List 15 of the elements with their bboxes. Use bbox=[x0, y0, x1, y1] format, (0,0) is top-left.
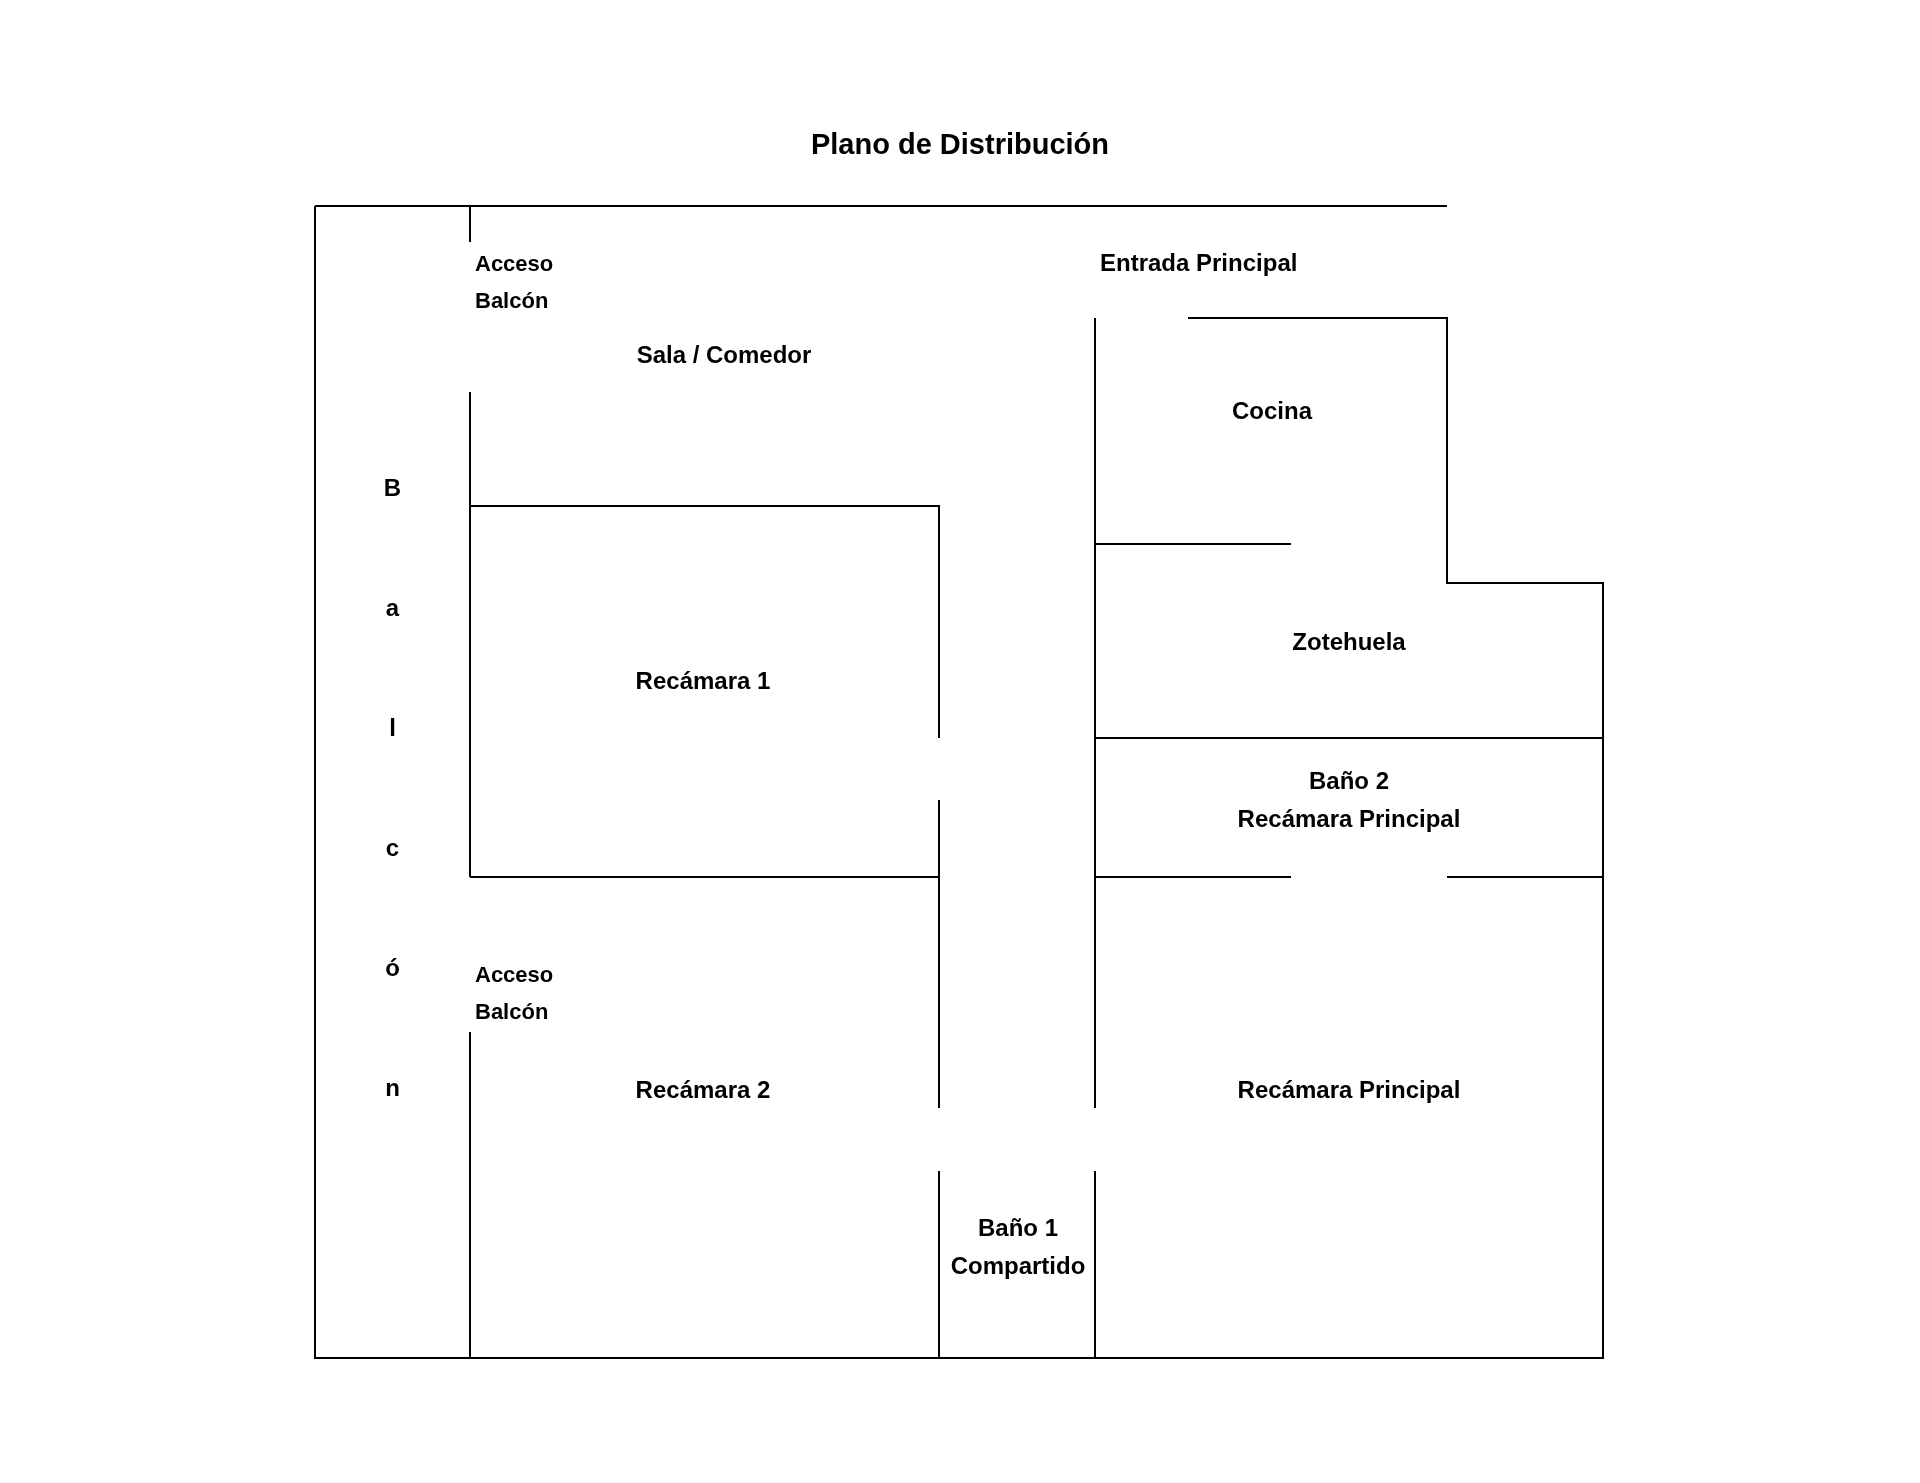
room-label: Sala / Comedor bbox=[636, 340, 812, 370]
room-label: Recámara 2 bbox=[635, 1075, 771, 1105]
room-label: Recámara Principal bbox=[1237, 1075, 1461, 1105]
area-label: Entrada Principal bbox=[1100, 248, 1299, 278]
room-label: Recámara 1 bbox=[635, 666, 771, 696]
area-label: Acceso Balcón bbox=[475, 961, 555, 1026]
plan-title: Plano de Distribución bbox=[809, 128, 1111, 161]
area-label: Acceso Balcón bbox=[475, 250, 555, 315]
room-label: Cocina bbox=[1232, 396, 1312, 426]
room-label: Baño 1 bbox=[977, 1213, 1059, 1243]
room-label: Compartido bbox=[950, 1251, 1086, 1281]
room-label: Recámara Principal bbox=[1237, 804, 1461, 834]
room-label: Zotehuela bbox=[1292, 627, 1406, 657]
room-label: Baño 2 bbox=[1308, 766, 1390, 796]
room-label: Balcón bbox=[378, 474, 407, 1194]
